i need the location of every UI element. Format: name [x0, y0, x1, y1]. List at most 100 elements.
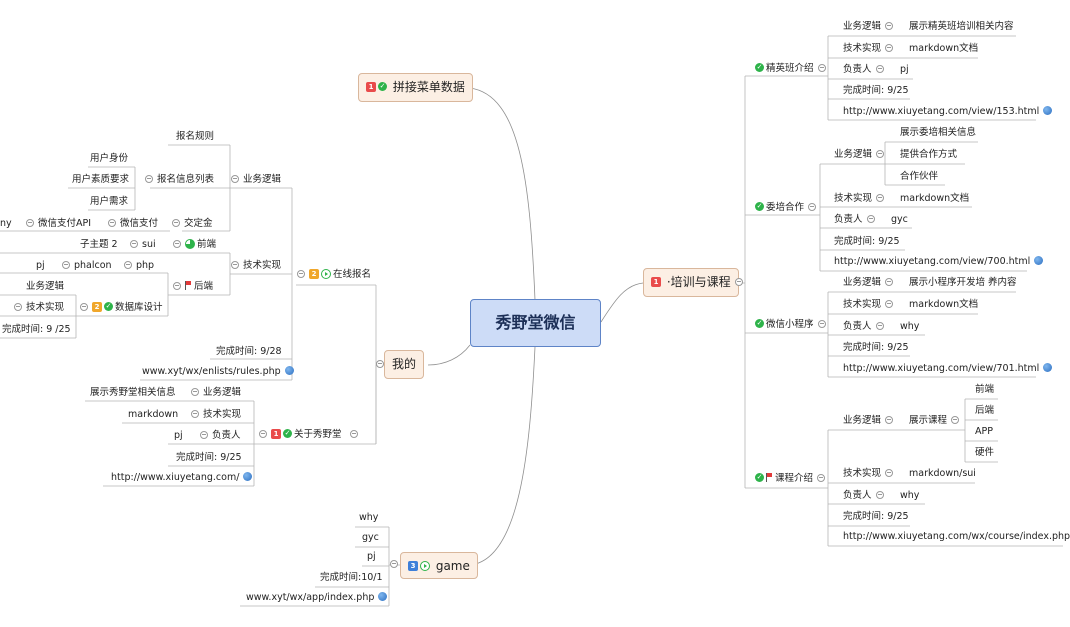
signup-wxpay[interactable]: 微信支付 — [104, 218, 158, 230]
signup-wxpay-api-child[interactable]: ny — [0, 218, 12, 229]
game-item-why[interactable]: why — [359, 512, 379, 523]
signup-done[interactable]: 完成时间: 9/28 — [216, 346, 282, 357]
about-url[interactable]: http://www.xiuyetang.com/ — [111, 472, 253, 484]
game-item-gyc[interactable]: gyc — [362, 532, 379, 543]
course-item-4[interactable]: 硬件 — [975, 447, 995, 458]
collapse-toggle[interactable] — [817, 63, 826, 72]
tech-front-sui[interactable]: sui — [126, 239, 156, 251]
game-done[interactable]: 完成时间:10/1 — [320, 572, 383, 583]
coop-tech[interactable]: 技术实现 — [834, 193, 888, 205]
coop-owner-value[interactable]: gyc — [891, 214, 908, 225]
link-globe-icon[interactable] — [284, 366, 294, 375]
link-globe-icon[interactable] — [1043, 363, 1053, 372]
signup-tech[interactable]: 技术实现 — [227, 260, 281, 272]
coop-biz-item-2[interactable]: 提供合作方式 — [900, 149, 958, 160]
mini-done[interactable]: 完成时间: 9/25 — [843, 342, 909, 353]
coop-url[interactable]: http://www.xiuyetang.com/view/700.html — [834, 256, 1044, 268]
elite-owner-value[interactable]: pj — [900, 64, 909, 75]
about-biz[interactable]: 业务逻辑 — [187, 387, 241, 399]
course-item-2[interactable]: 后端 — [975, 405, 995, 416]
signup-list-item-1[interactable]: 用户身份 — [90, 153, 129, 164]
mini-owner[interactable]: 负责人 — [843, 321, 888, 333]
link-globe-icon[interactable] — [1043, 106, 1053, 115]
signup-wxpay-api[interactable]: 微信支付API — [22, 218, 91, 230]
mini-tech[interactable]: 技术实现 — [843, 299, 897, 311]
coop-biz[interactable]: 业务逻辑 — [834, 149, 888, 161]
tech-back-phalcon[interactable]: phalcon — [58, 260, 112, 272]
topic-coop[interactable]: ✓委培合作 — [755, 202, 820, 214]
topic-about[interactable]: 1✓关于秀野堂 — [255, 428, 362, 441]
course-biz-sub[interactable]: 展示课程 — [909, 415, 963, 427]
elite-biz-value[interactable]: 展示精英班培训相关内容 — [909, 21, 1014, 32]
signup-list-item-3[interactable]: 用户需求 — [90, 196, 129, 207]
mini-biz[interactable]: 业务逻辑 — [843, 277, 897, 289]
course-owner-value[interactable]: why — [900, 490, 920, 501]
course-item-1[interactable]: 前端 — [975, 384, 995, 395]
db-tech[interactable]: 技术实现 — [10, 302, 64, 314]
about-tech-value[interactable]: markdown — [128, 409, 179, 420]
course-item-3[interactable]: APP — [975, 426, 993, 437]
about-done[interactable]: 完成时间: 9/25 — [176, 452, 242, 463]
mini-tech-value[interactable]: markdown文档 — [909, 299, 979, 310]
about-owner[interactable]: 负责人 — [196, 430, 241, 442]
link-globe-icon[interactable] — [243, 472, 253, 481]
topic-course[interactable]: ✓课程介绍 — [755, 473, 829, 485]
db-done[interactable]: 完成时间: 9 /25 — [2, 324, 71, 335]
course-url[interactable]: http://www.xiuyetang.com/wx/course/index… — [843, 531, 1070, 542]
main-topic-menu[interactable]: 1✓ 拼接菜单数据 — [358, 73, 473, 102]
elite-done[interactable]: 完成时间: 9/25 — [843, 85, 909, 96]
mini-biz-value[interactable]: 展示小程序开发培 养内容 — [909, 277, 1017, 288]
mine-collapse-toggle[interactable] — [372, 359, 388, 371]
tech-back-php[interactable]: php — [120, 260, 154, 272]
collapse-toggle[interactable] — [349, 429, 358, 438]
coop-owner[interactable]: 负责人 — [834, 214, 879, 226]
topic-elite[interactable]: ✓精英班介绍 — [755, 63, 830, 75]
collapse-toggle[interactable] — [259, 429, 267, 438]
course-owner[interactable]: 负责人 — [843, 490, 888, 502]
about-tech[interactable]: 技术实现 — [187, 409, 241, 421]
about-biz-value[interactable]: 展示秀野堂相关信息 — [90, 387, 176, 398]
game-collapse-toggle[interactable] — [386, 559, 402, 571]
collapse-toggle[interactable] — [297, 269, 305, 278]
tech-front-sub[interactable]: 子主题 2 — [80, 239, 118, 250]
tech-db[interactable]: 2✓数据库设计 — [76, 301, 163, 314]
signup-list-item-2[interactable]: 用户素质要求 — [72, 174, 130, 185]
coop-biz-item-1[interactable]: 展示委培相关信息 — [900, 127, 977, 138]
tech-back-pj[interactable]: pj — [36, 260, 45, 271]
elite-tech-value[interactable]: markdown文档 — [909, 43, 979, 54]
elite-url[interactable]: http://www.xiuyetang.com/view/153.html — [843, 106, 1053, 118]
game-url[interactable]: www.xyt/wx/app/index.php — [246, 592, 388, 604]
db-biz[interactable]: 业务逻辑 — [26, 281, 65, 292]
collapse-toggle[interactable] — [817, 473, 826, 482]
collapse-toggle[interactable] — [808, 202, 817, 211]
course-biz[interactable]: 业务逻辑 — [843, 415, 897, 427]
main-topic-mine[interactable]: 我的 — [384, 350, 425, 379]
signup-biz[interactable]: 业务逻辑 — [227, 174, 281, 186]
elite-tech[interactable]: 技术实现 — [843, 43, 897, 55]
root-topic[interactable]: 秀野堂微信 — [470, 299, 601, 347]
signup-rules[interactable]: 报名规则 — [176, 131, 215, 142]
link-globe-icon[interactable] — [1034, 256, 1044, 265]
training-collapse-toggle[interactable] — [731, 277, 747, 289]
elite-biz[interactable]: 业务逻辑 — [843, 21, 897, 33]
tech-back[interactable]: 后端 — [169, 281, 213, 293]
mini-owner-value[interactable]: why — [900, 321, 920, 332]
course-tech[interactable]: 技术实现 — [843, 468, 897, 480]
coop-tech-value[interactable]: markdown文档 — [900, 193, 970, 204]
course-tech-value[interactable]: markdown/sui — [909, 468, 976, 479]
collapse-toggle[interactable] — [817, 319, 826, 328]
coop-done[interactable]: 完成时间: 9/25 — [834, 236, 900, 247]
signup-list[interactable]: 报名信息列表 — [141, 174, 214, 186]
signup-url[interactable]: www.xyt/wx/enlists/rules.php — [142, 366, 294, 378]
coop-biz-item-3[interactable]: 合作伙伴 — [900, 171, 939, 182]
topic-mini-program[interactable]: ✓微信小程序 — [755, 319, 830, 331]
game-item-pj[interactable]: pj — [367, 551, 376, 562]
main-topic-training[interactable]: 1 ·培训与课程 — [643, 268, 739, 297]
about-owner-value[interactable]: pj — [174, 430, 183, 441]
link-globe-icon[interactable] — [378, 592, 388, 601]
signup-deposit[interactable]: 交定金 — [168, 218, 213, 230]
main-topic-game[interactable]: 3 game — [400, 552, 478, 579]
course-done[interactable]: 完成时间: 9/25 — [843, 511, 909, 522]
elite-owner[interactable]: 负责人 — [843, 64, 888, 76]
